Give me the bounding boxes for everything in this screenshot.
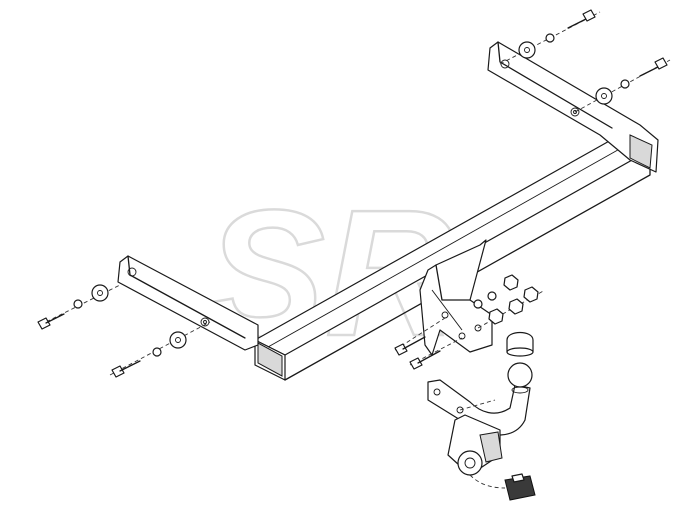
tow-ball (507, 362, 533, 394)
wiring-connector (469, 473, 536, 501)
center-mounting-plate (419, 239, 493, 356)
center-bolt-set (394, 336, 441, 370)
right-bolt-set-lower (595, 57, 668, 105)
center-nut-set (473, 274, 539, 325)
left-bolt-set-lower (111, 331, 187, 378)
ball-cap (506, 331, 534, 357)
right-bolt-set-upper (518, 9, 596, 59)
left-mounting-bracket (117, 255, 259, 351)
electrical-socket-plate (447, 414, 503, 476)
right-mounting-bracket (487, 41, 659, 173)
left-bolt-set-upper (37, 284, 109, 330)
bolt-washer-nut-sets (37, 9, 668, 378)
